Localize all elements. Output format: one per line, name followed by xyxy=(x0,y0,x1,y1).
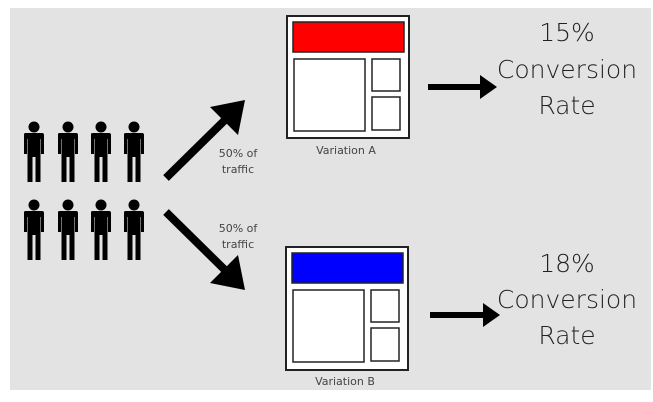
variation-a-conversion: Conversion xyxy=(497,55,637,84)
variation-b-rate: 18% xyxy=(539,249,595,278)
variation-b-header xyxy=(291,252,404,284)
traffic-label-a-line1: 50% of xyxy=(219,147,259,160)
variation-b-wireframe xyxy=(285,246,409,371)
variation-a-wireframe xyxy=(286,15,410,139)
variation-b-conversion: Conversion xyxy=(497,285,637,314)
variation-a-label: Variation A xyxy=(316,144,376,157)
traffic-label-a-line2: traffic xyxy=(222,163,254,176)
variation-a-header xyxy=(292,21,405,53)
arrow-right-icon xyxy=(430,303,500,327)
traffic-label-b-line2: traffic xyxy=(222,238,254,251)
variation-b-label: Variation B xyxy=(315,375,375,388)
variation-a-rate: 15% xyxy=(539,18,595,47)
traffic-label-b-line1: 50% of xyxy=(219,222,259,235)
arrow-up-right-icon xyxy=(163,100,245,181)
variation-a-rate-label: Rate xyxy=(538,91,595,120)
arrow-down-right-icon xyxy=(163,209,245,290)
variation-b-rate-label: Rate xyxy=(538,321,595,350)
arrow-right-icon xyxy=(428,75,497,99)
